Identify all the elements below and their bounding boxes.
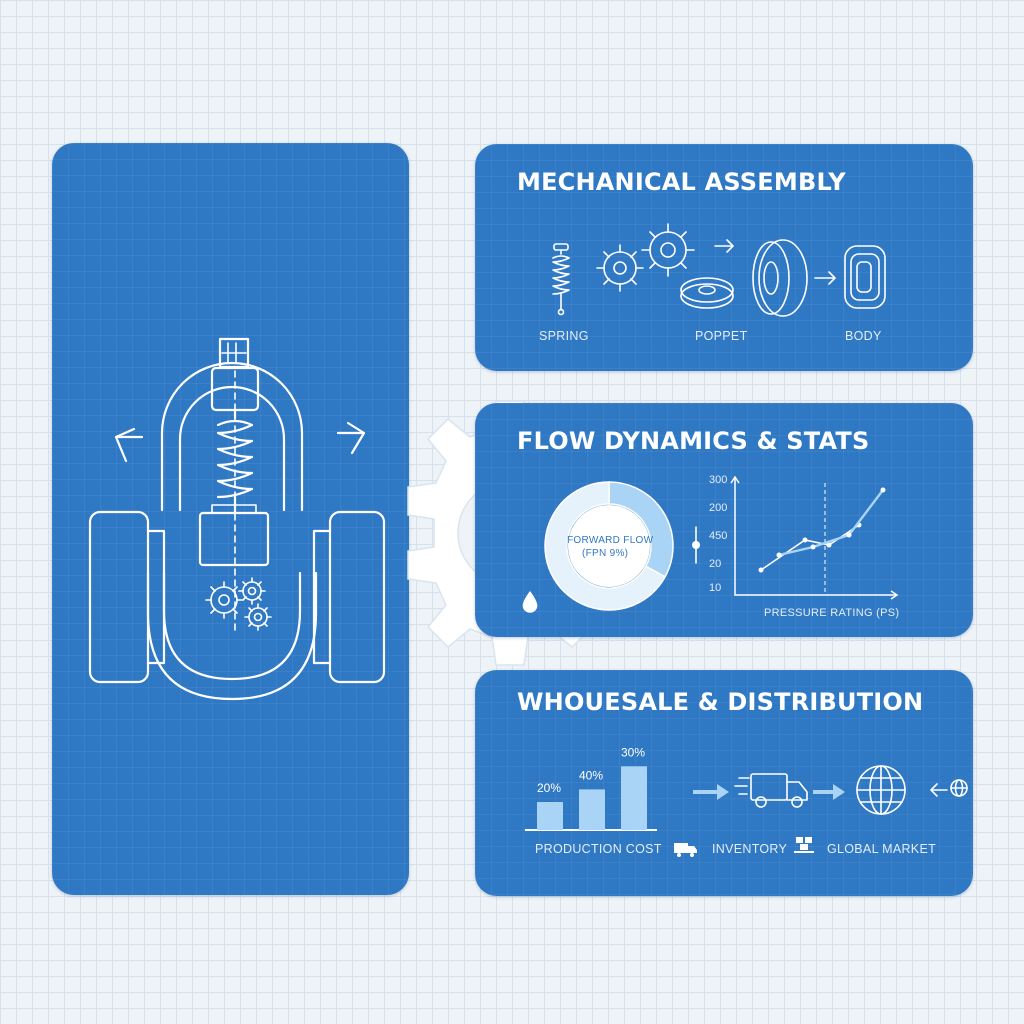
poppet-icon bbox=[680, 277, 734, 309]
body-label: BODY bbox=[845, 329, 882, 343]
y-tick-label: 10 bbox=[709, 582, 721, 594]
body-icon bbox=[844, 245, 886, 309]
donut-label-line2: (FPN 9%) bbox=[582, 548, 629, 559]
ring-icon bbox=[752, 239, 808, 317]
small-globe-icon bbox=[950, 779, 968, 797]
series-point bbox=[826, 542, 832, 548]
y-axis-arrow bbox=[730, 475, 740, 484]
wholesale-title: WHOUESALE & DISTRIBUTION bbox=[517, 688, 924, 716]
valve-assembly-icon bbox=[88, 337, 386, 701]
y-tick-label: 20 bbox=[709, 558, 721, 570]
x-axis-arrow bbox=[890, 590, 899, 600]
production-cost-label: PRODUCTION COST bbox=[535, 842, 662, 856]
production-cost-bar bbox=[537, 802, 563, 830]
forward-flow-donut bbox=[544, 481, 674, 611]
wholesale-card: WHOUESALE & DISTRIBUTION 20% 40% 30% PRODU… bbox=[475, 670, 973, 896]
small-truck-icon bbox=[674, 843, 697, 857]
flow-dynamics-card: FLOW DYNAMICS & STATS FORWARD FLOW (FPN … bbox=[475, 403, 973, 637]
line-chart-xlabel: PRESSURE RATING (PS) bbox=[764, 607, 900, 619]
gears-icon bbox=[596, 223, 695, 292]
spring-label: SPRING bbox=[539, 329, 589, 343]
globe-icon bbox=[856, 765, 906, 815]
y-tick-label: 200 bbox=[709, 502, 727, 514]
distribution-flow-diagram bbox=[693, 765, 968, 815]
pressure-line-chart: 300 200 450 20 10 bbox=[709, 474, 899, 600]
mechanical-assembly-title: MECHANICAL ASSEMBLY bbox=[517, 168, 846, 196]
series-point bbox=[758, 567, 764, 573]
production-cost-bar bbox=[579, 789, 605, 830]
y-tick-label: 300 bbox=[709, 474, 727, 486]
poppet-label: POPPET bbox=[695, 329, 748, 343]
flow-dynamics-title: FLOW DYNAMICS & STATS bbox=[517, 427, 870, 455]
series-point bbox=[880, 487, 886, 493]
series-point bbox=[846, 532, 852, 538]
gauge-icon bbox=[692, 526, 700, 564]
series-point bbox=[802, 537, 808, 543]
truck-icon bbox=[734, 773, 808, 808]
series-line-1 bbox=[778, 489, 884, 557]
production-cost-bar bbox=[621, 766, 647, 830]
series-point bbox=[776, 552, 782, 558]
spring-icon bbox=[552, 243, 570, 316]
donut-label-line1: FORWARD FLOW bbox=[567, 535, 654, 546]
y-tick-label: 450 bbox=[709, 530, 727, 542]
donut-slice-1 bbox=[544, 481, 667, 611]
bar-data-label: 30% bbox=[621, 745, 645, 759]
droplet-icon bbox=[522, 591, 538, 613]
bar-data-label: 40% bbox=[579, 768, 603, 782]
mechanical-assembly-card: MECHANICAL ASSEMBLY bbox=[475, 144, 973, 371]
donut-hole bbox=[568, 505, 650, 587]
pallet-icon bbox=[794, 837, 814, 853]
production-cost-bar-chart: 20% 40% 30% bbox=[525, 745, 657, 831]
bar-data-label: 20% bbox=[537, 781, 561, 795]
line-chart-axes bbox=[734, 477, 897, 596]
inventory-label: INVENTORY bbox=[712, 842, 788, 856]
valve-diagram-panel bbox=[52, 143, 409, 895]
global-market-label: GLOBAL MARKET bbox=[827, 842, 937, 856]
assembly-parts-diagram bbox=[552, 223, 886, 317]
series-point bbox=[810, 544, 816, 550]
